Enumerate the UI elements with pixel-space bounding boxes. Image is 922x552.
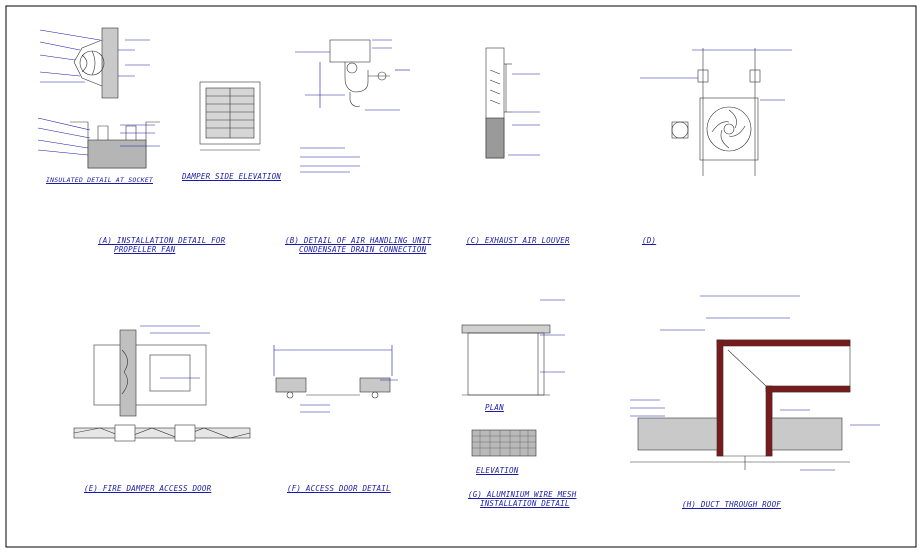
caption-g: (G) ALUMINIUM WIRE MESH INSTALLATION DET… bbox=[468, 490, 576, 508]
detail-d-fan-hanger bbox=[640, 48, 792, 176]
detail-a-propeller-fan bbox=[37, 27, 160, 169]
detail-e-fire-damper-door bbox=[73, 325, 251, 442]
caption-b-line2: CONDENSATE DRAIN CONNECTION bbox=[299, 245, 427, 254]
caption-c: (C) EXHAUST AIR LOUVER bbox=[466, 236, 570, 245]
caption-g-line1: (G) ALUMINIUM WIRE MESH bbox=[468, 490, 577, 499]
detail-f-access-door bbox=[273, 345, 398, 413]
caption-b-line1: (B) DETAIL OF AIR HANDLING UNIT bbox=[285, 236, 432, 245]
caption-b: (B) DETAIL OF AIR HANDLING UNIT CONDENSA… bbox=[285, 236, 431, 254]
caption-plan: PLAN bbox=[485, 403, 504, 412]
caption-h: (H) DUCT THROUGH ROOF bbox=[682, 500, 782, 509]
caption-d: (D) bbox=[642, 236, 657, 245]
caption-damper: DAMPER SIDE ELEVATION bbox=[182, 172, 282, 181]
caption-a-line2: PROPELLER FAN bbox=[114, 245, 176, 254]
detail-damper-elevation bbox=[199, 81, 261, 151]
detail-h-duct-through-roof bbox=[630, 295, 880, 471]
sheet-border bbox=[5, 5, 917, 548]
detail-g-wire-mesh bbox=[461, 299, 565, 457]
caption-a: (A) INSTALLATION DETAIL FOR PROPELLER FA… bbox=[98, 236, 225, 254]
caption-elevation: ELEVATION bbox=[476, 466, 519, 475]
detail-b-condensate-drain bbox=[295, 39, 410, 173]
detail-c-exhaust-louver bbox=[485, 47, 540, 159]
caption-insulated: INSULATED DETAIL AT SOCKET bbox=[46, 176, 153, 184]
caption-a-line1: (A) INSTALLATION DETAIL FOR bbox=[98, 236, 226, 245]
caption-e: (E) FIRE DAMPER ACCESS DOOR bbox=[84, 484, 212, 493]
caption-f: (F) ACCESS DOOR DETAIL bbox=[287, 484, 391, 493]
caption-g-line2: INSTALLATION DETAIL bbox=[480, 499, 570, 508]
